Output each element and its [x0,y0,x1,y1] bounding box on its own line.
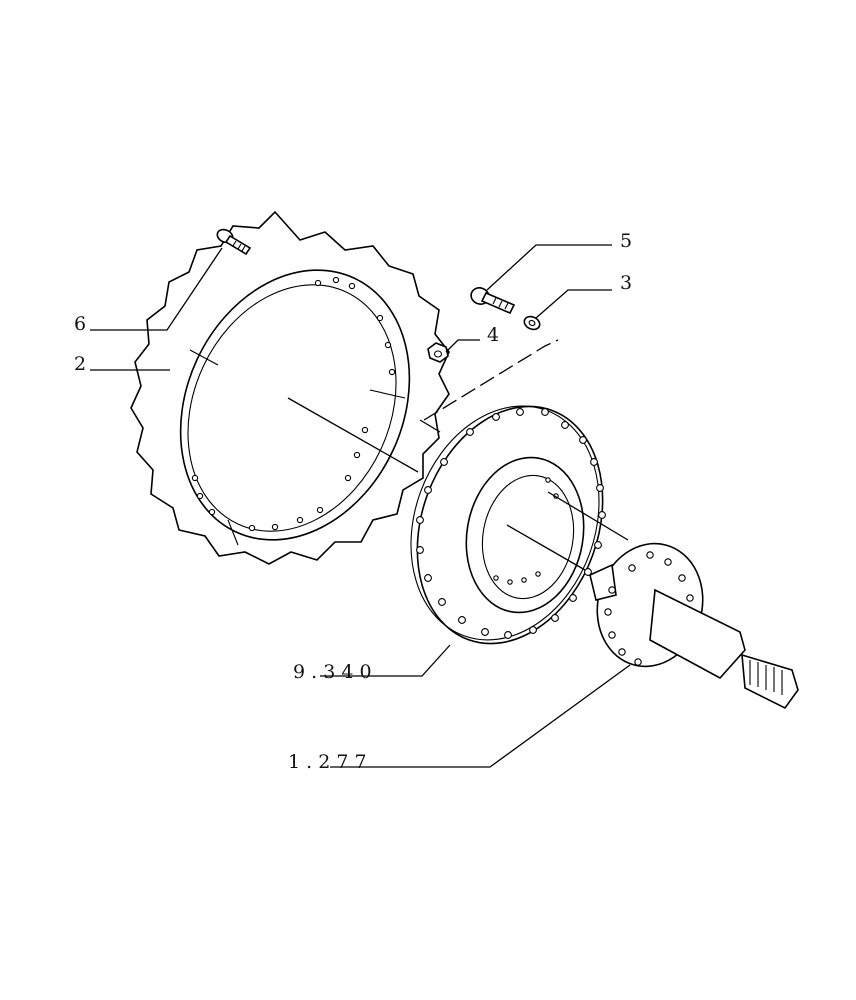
shaft-splined-end [741,653,799,710]
leader-1277 [330,664,631,768]
leader-6 [90,247,223,331]
segment-split-1 [189,349,219,366]
sprocket-inner-bore [187,284,397,532]
flange-bolt-holes [604,551,694,666]
callout-5: 5 [620,230,632,252]
segment-split-2 [369,389,406,399]
shaft-body [649,588,746,680]
hub-bore-holes [493,477,559,585]
hub-center-bore-inner [481,474,575,600]
leader-9340 [320,644,451,677]
leader-lines [90,244,631,768]
callout-2: 2 [74,353,86,375]
hub-disc-bolt-holes [416,408,606,639]
sprocket-inner-rim [179,269,411,541]
callout-3: 3 [620,272,632,294]
segment-split-3 [227,519,239,546]
nut-item-4 [427,342,449,363]
sprocket-ring [130,210,450,565]
bolt-item-6 [216,228,252,256]
shaft-spline-stub [589,563,617,601]
sprocket-bolt-holes [191,276,396,532]
assembly-lines [287,339,629,571]
callout-1277: 1 . 2 7 7 [288,751,367,773]
bolt-item-5 [470,287,516,315]
washer-item-3 [523,315,541,331]
leader-4 [445,339,480,353]
shaft-flange [589,542,799,710]
callout-6: 6 [74,313,86,335]
leader-5 [486,244,612,291]
leader-3 [535,289,612,319]
callout-4: 4 [487,324,499,346]
callout-9340: 9 . 3 4 0 [293,661,372,683]
